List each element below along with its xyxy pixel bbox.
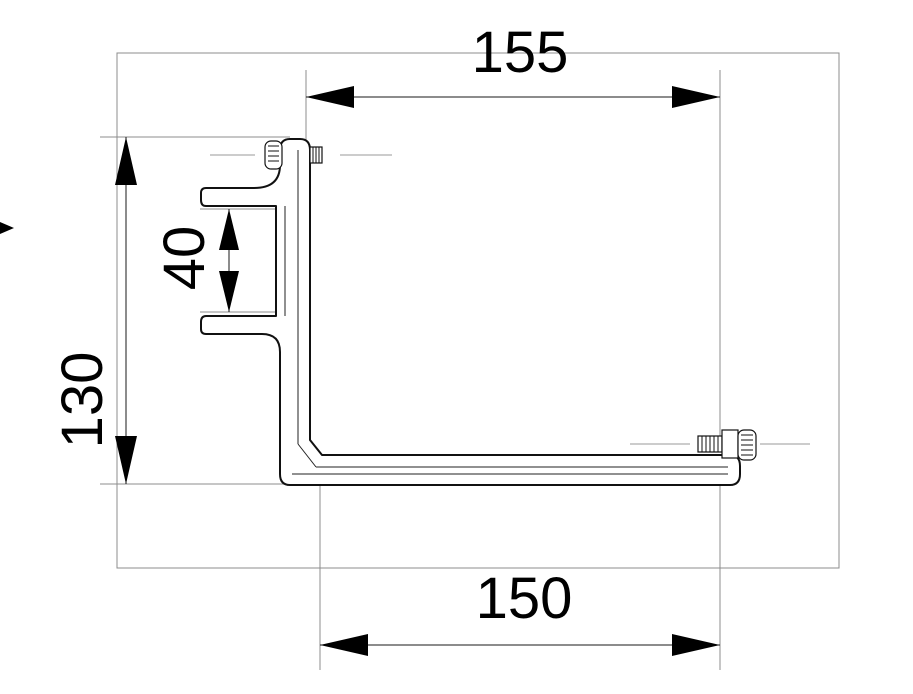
dimension-top: 155	[306, 20, 720, 108]
drawing-frame	[116, 52, 840, 569]
dimension-slot-label: 40	[152, 226, 217, 291]
dimension-bottom-label: 150	[476, 566, 573, 631]
dimension-top-label: 155	[472, 20, 569, 85]
view-arrow-icon	[0, 222, 14, 234]
dimension-bottom: 150	[320, 566, 720, 656]
top-screw	[210, 140, 392, 170]
extension-lines	[100, 70, 721, 670]
bracket-profile	[200, 138, 741, 486]
dimension-height-label: 130	[50, 352, 115, 449]
dimension-slot: 40	[152, 208, 290, 313]
dimension-height: 130	[50, 137, 137, 484]
right-screw	[630, 429, 810, 461]
